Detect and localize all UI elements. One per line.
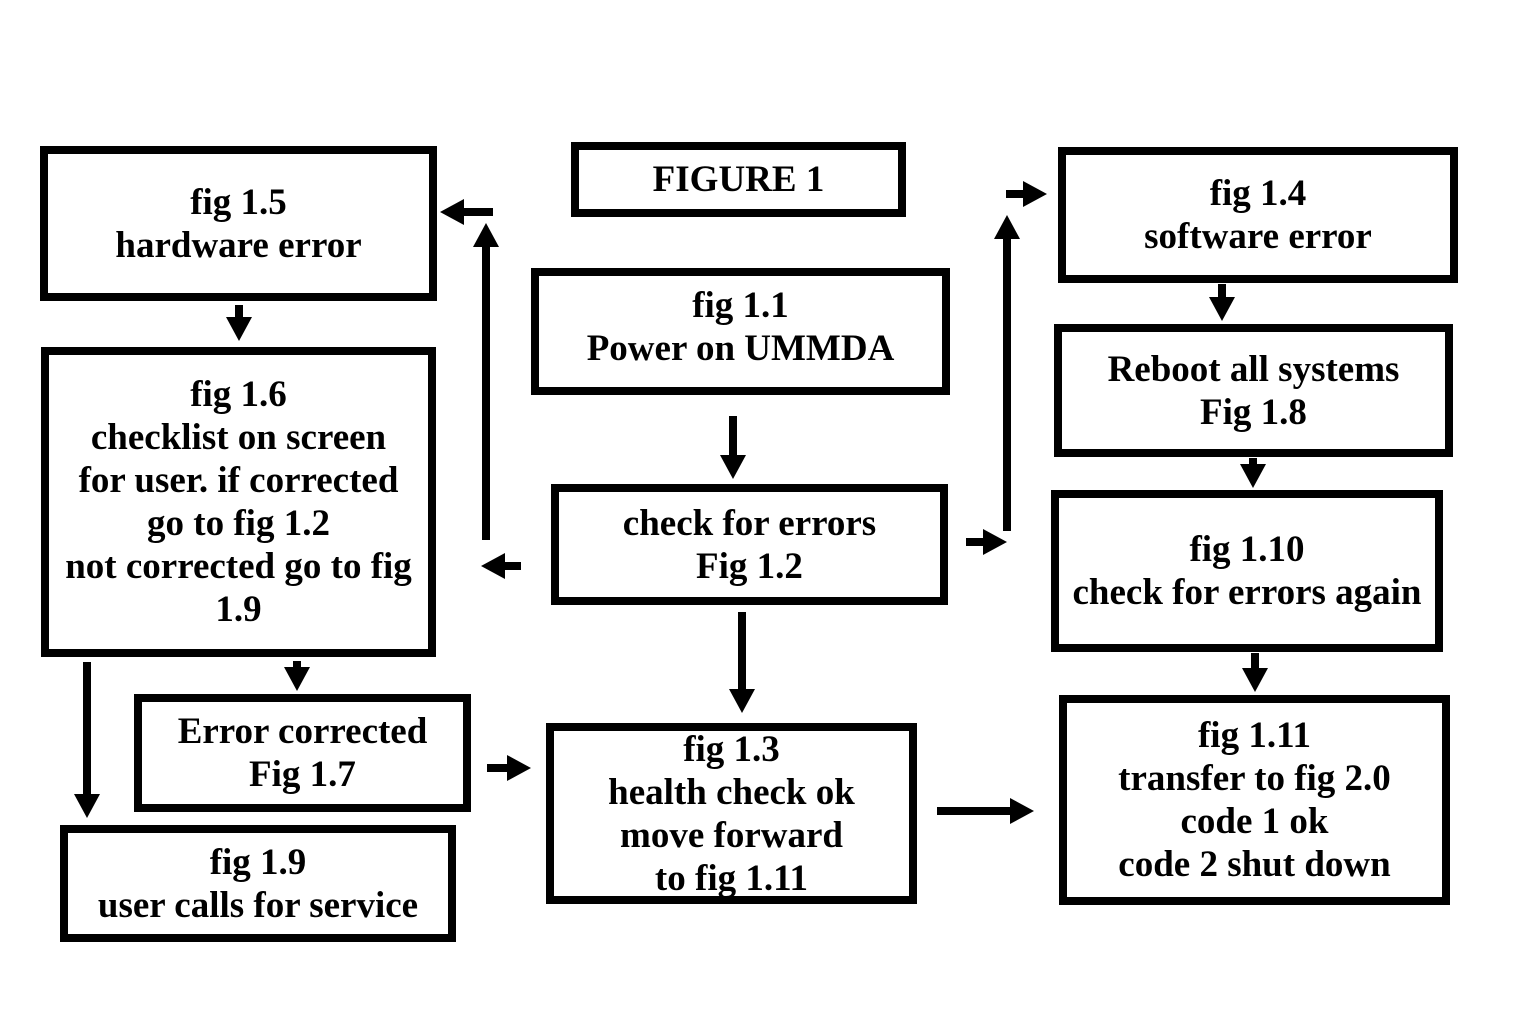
box-text-line: fig 1.10 — [1189, 529, 1305, 570]
box-text-line: check for errors — [622, 502, 877, 544]
arrow-fig18-to-fig110-head — [1240, 464, 1266, 488]
box-text-line: health check ok — [608, 771, 855, 813]
box-text-line: check for errors again — [1072, 572, 1422, 613]
box-text-line: fig 1.11 — [1197, 715, 1312, 756]
arrow-entry-into-fig15-head — [440, 199, 464, 225]
box-text-line: fig 1.4 — [1209, 173, 1307, 214]
arrow-fig11-to-fig12-head — [720, 455, 746, 479]
box-text-line: to fig 1.11 — [654, 857, 809, 899]
box-text-line: fig 1.6 — [190, 374, 287, 415]
box-text-line: transfer to fig 2.0 — [1118, 758, 1391, 799]
arrow-fig12-to-fig13-head — [729, 689, 755, 713]
arrow-riser-left-to-fig15-head — [473, 223, 499, 247]
box-text-line: Error corrected — [177, 711, 428, 752]
arrow-entry-into-fig14-head — [1023, 181, 1047, 207]
box-text-line: move forward — [620, 814, 843, 856]
box-text-line: go to fig 1.2 — [147, 503, 330, 544]
box-text-line: Reboot all systems — [1107, 348, 1400, 390]
box-text-line: code 1 ok — [1180, 801, 1329, 842]
box-text-line: fig 1.1 — [692, 285, 789, 326]
box-text-line: fig 1.9 — [209, 841, 307, 883]
figure-title-box: FIGURE 1 — [571, 142, 906, 217]
box-text-line: for user. if corrected — [78, 460, 399, 501]
arrow-fig16-to-fig19-head — [74, 794, 100, 818]
box-text-line: checklist on screen — [90, 417, 387, 458]
box-text-line: Fig 1.8 — [1200, 391, 1307, 433]
box-text-line: Fig 1.7 — [249, 754, 356, 795]
box-text-line: user calls for service — [97, 884, 419, 926]
box-text-line: FIGURE 1 — [652, 159, 825, 200]
arrow-riser-right-to-fig14-head — [994, 215, 1020, 239]
arrow-fig110-to-fig111-head — [1242, 668, 1268, 692]
arrow-fig12-branch-left-head — [481, 553, 505, 579]
box-text-line: Power on UMMDA — [586, 328, 895, 369]
arrow-fig12-branch-right-head — [983, 529, 1007, 555]
arrow-fig13-to-fig111-head — [1010, 798, 1034, 824]
box-text-line: hardware error — [115, 224, 362, 266]
box-text-line: Fig 1.2 — [696, 545, 803, 587]
box-text-line: fig 1.5 — [190, 181, 287, 223]
box-text-line: 1.9 — [215, 589, 262, 630]
box-text-line: code 2 shut down — [1118, 844, 1391, 885]
box-text-line: not corrected go to fig — [65, 546, 412, 587]
arrow-fig15-to-fig16-head — [226, 317, 252, 341]
box-text-line: fig 1.3 — [683, 728, 780, 770]
box-text-line: software error — [1144, 216, 1372, 257]
arrow-fig14-to-fig18-head — [1209, 297, 1235, 321]
arrow-fig16-to-fig17-head — [284, 667, 310, 691]
arrow-fig17-to-fig13-head — [507, 755, 531, 781]
